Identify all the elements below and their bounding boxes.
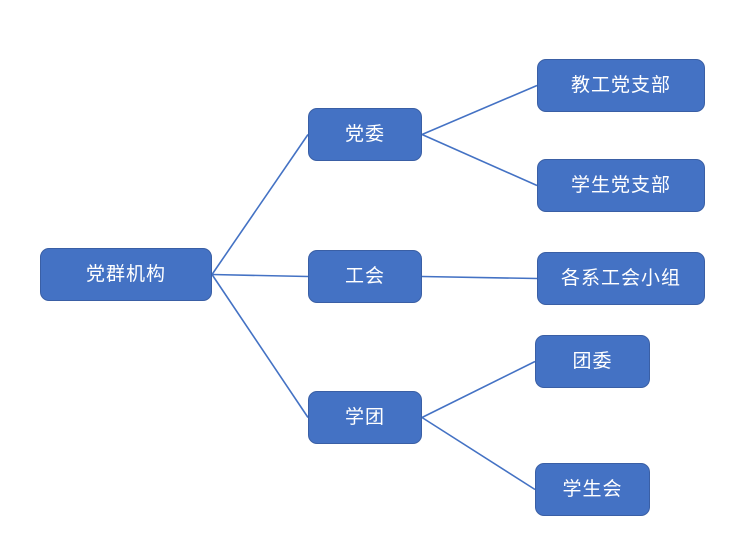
connector-union-dept-groups [421, 275, 538, 280]
node-dept-union-groups[interactable]: 各系工会小组 [537, 252, 705, 305]
node-party-committee-label: 党委 [344, 124, 385, 145]
connector-student-youth-league [421, 360, 536, 419]
connector-party-student-branch [421, 133, 538, 187]
node-labor-union-label: 工会 [344, 266, 385, 287]
node-youth-league-committee-label: 团委 [572, 351, 613, 372]
node-student-party-branch[interactable]: 学生党支部 [537, 159, 705, 212]
connector-party-faculty-branch [421, 84, 538, 136]
connector-student-student-union [421, 416, 536, 491]
node-student-union[interactable]: 学生会 [535, 463, 650, 516]
node-faculty-party-branch[interactable]: 教工党支部 [537, 59, 705, 112]
node-faculty-party-branch-label: 教工党支部 [570, 75, 671, 96]
connector-root-labor-union [211, 273, 309, 278]
connector-root-party-committee [211, 134, 309, 275]
node-party-mass-orgs[interactable]: 党群机构 [40, 248, 212, 301]
node-party-committee[interactable]: 党委 [308, 108, 422, 161]
node-dept-union-groups-label: 各系工会小组 [560, 268, 681, 289]
node-student-party-branch-label: 学生党支部 [570, 175, 671, 196]
connector-root-student-group [211, 274, 309, 418]
node-youth-league-committee[interactable]: 团委 [535, 335, 650, 388]
node-student-group-label: 学团 [344, 407, 385, 428]
node-party-mass-orgs-label: 党群机构 [85, 264, 166, 285]
node-student-union-label: 学生会 [562, 479, 623, 500]
node-student-group[interactable]: 学团 [308, 391, 422, 444]
node-labor-union[interactable]: 工会 [308, 250, 422, 303]
